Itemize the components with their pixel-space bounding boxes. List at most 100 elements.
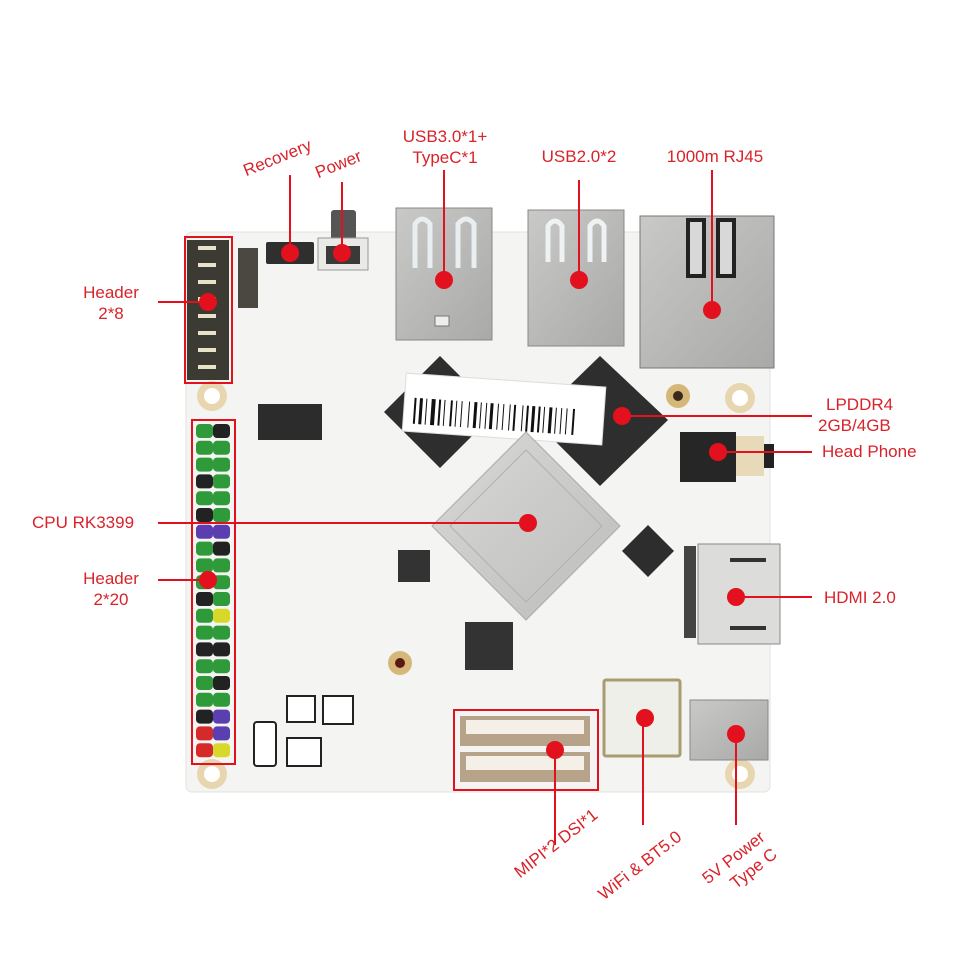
header-pin [213,709,230,724]
header-pin [196,440,213,455]
header-pin [196,709,213,724]
label-usb3-line2: TypeC*1 [412,148,478,167]
dot-cpu [519,514,537,532]
header-pin [196,524,213,539]
header-pin [196,625,213,640]
leez-logo [398,550,430,582]
dot-usb2 [570,271,588,289]
barcode-bar [520,405,524,432]
label-usb3: USB3.0*1+ TypeC*1 [400,126,490,168]
barcode-bar [512,404,517,431]
chip-qfn [622,525,674,577]
label-lpddr4-line2: 2GB/4GB [818,416,891,435]
barcode-bar [530,406,536,433]
dot-rj45 [703,301,721,319]
barcode-bar [525,405,529,432]
barcode-sticker [401,372,607,446]
header-pin [196,592,213,606]
chip-tssop [258,404,322,440]
barcode-bar [536,406,541,433]
dot-header-2x20 [199,571,217,589]
label-cpu: CPU RK3399 [32,513,135,532]
barcode-bar [418,398,424,425]
header-pin [213,524,230,539]
header-pin [196,743,213,758]
barcode-bar [488,403,494,430]
mipi-connectors [460,716,590,782]
header-pin [196,474,213,489]
header-2x8-box [184,236,233,384]
headphone-jack [680,432,774,482]
barcode-bar [564,408,568,435]
label-rj45: 1000m RJ45 [666,147,764,166]
barcode-bar [496,403,500,430]
label-lpddr4-line1: LPDDR4 [826,395,894,414]
mounting-holes [197,381,755,789]
barcode-bar [459,401,463,428]
barcode-bar [507,404,511,431]
header-pin [213,726,230,741]
annotation-dots [199,244,745,759]
label-header-2x20-line2: 2*20 [93,590,129,609]
header-pin [196,491,213,506]
label-header-2x8: Header 2*8 [70,282,152,324]
label-header-2x20: Header 2*20 [70,568,152,610]
gpio-silkscreen [253,695,354,767]
header-pin [213,592,230,606]
dot-lpddr4 [613,407,631,425]
header-pin [213,659,230,674]
header-pin [213,541,230,556]
header-pin [196,457,213,472]
label-head-phone: Head Phone [822,442,917,461]
barcode-bar [501,404,505,431]
header-pin [213,440,230,455]
barcode-bar [424,398,428,425]
leader-lines [158,170,812,845]
header-2x20-box [191,419,236,765]
barcode-bar [542,406,546,433]
rj45-port [639,215,775,369]
header-pin [213,692,230,707]
header-pin [213,424,230,438]
barcode-bar [547,407,553,434]
barcode-bar [454,400,458,427]
barcode-bar [484,402,488,429]
header-pin [196,608,213,623]
barcode-bar [442,399,446,426]
barcode-bar [472,401,478,429]
barcode-bar [437,399,442,426]
header-pin [196,642,213,657]
header-pin [213,642,230,657]
header-pin [213,558,230,573]
label-usb3-line1: USB3.0*1+ [402,127,488,146]
label-header-2x8-line2: 2*8 [98,304,124,323]
dot-mipi [546,741,564,759]
dot-wifi [636,709,654,727]
dot-typec [727,725,745,743]
barcode-bar [559,408,563,435]
header-pin [213,491,230,506]
barcode-bar [554,407,557,434]
header-pin [196,558,213,573]
dot-hdmi [727,588,745,606]
barcode-bar [449,400,453,427]
header-pin [213,457,230,472]
mipi-box [453,709,599,791]
label-lpddr4: LPDDR4 2GB/4GB [818,394,893,436]
header-pin [213,743,230,758]
chip-usb-hub [465,622,513,670]
header-pin [213,676,230,690]
header-pin [213,575,230,590]
label-hdmi: HDMI 2.0 [824,588,896,607]
header-2x20 [196,424,230,758]
header-pin [196,692,213,707]
header-pin [196,676,213,690]
barcode-bar [571,408,576,435]
label-usb2: USB2.0*2 [541,147,617,166]
header-pin [196,424,213,438]
header-pin [213,625,230,640]
barcode-bar [467,401,471,428]
dot-recovery [281,244,299,262]
header-pin [213,608,230,623]
